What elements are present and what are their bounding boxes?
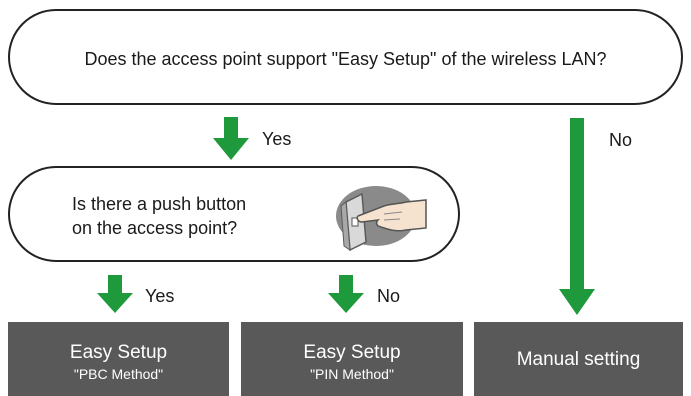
question-easy-setup-text: Does the access point support "Easy Setu… [84, 49, 607, 69]
yes-label-2: Yes [145, 286, 175, 306]
result-pin-title: Easy Setup [303, 342, 401, 363]
hand-pressing-button-icon [336, 186, 427, 252]
question-push-button-line-1: Is there a push button [72, 194, 247, 214]
result-easy-setup-pin: Easy Setup "PIN Method" [241, 322, 463, 396]
result-manual-title: Manual setting [516, 349, 641, 370]
question-push-button-text: Is there a push button on the access poi… [72, 192, 246, 240]
question-push-button: Is there a push button on the access poi… [8, 166, 460, 262]
no-label-2: No [377, 286, 401, 306]
result-manual-setting: Manual setting [474, 322, 683, 396]
result-pin-subtitle: "PIN Method" [310, 366, 394, 382]
no-label-1: No [609, 130, 633, 150]
result-easy-setup-pbc: Easy Setup "PBC Method" [8, 322, 229, 396]
result-pbc-title: Easy Setup [69, 342, 168, 363]
arrow-yes-to-pbc [97, 275, 133, 313]
arrow-no-to-manual-setting [559, 118, 595, 315]
question-easy-setup: Does the access point support "Easy Setu… [8, 9, 683, 105]
arrow-yes-to-push-button-question [213, 117, 249, 160]
arrow-no-to-pin [328, 275, 364, 313]
question-push-button-line-2: on the access point? [72, 218, 238, 238]
result-pbc-subtitle: "PBC Method" [73, 366, 164, 382]
yes-label-1: Yes [262, 129, 292, 149]
